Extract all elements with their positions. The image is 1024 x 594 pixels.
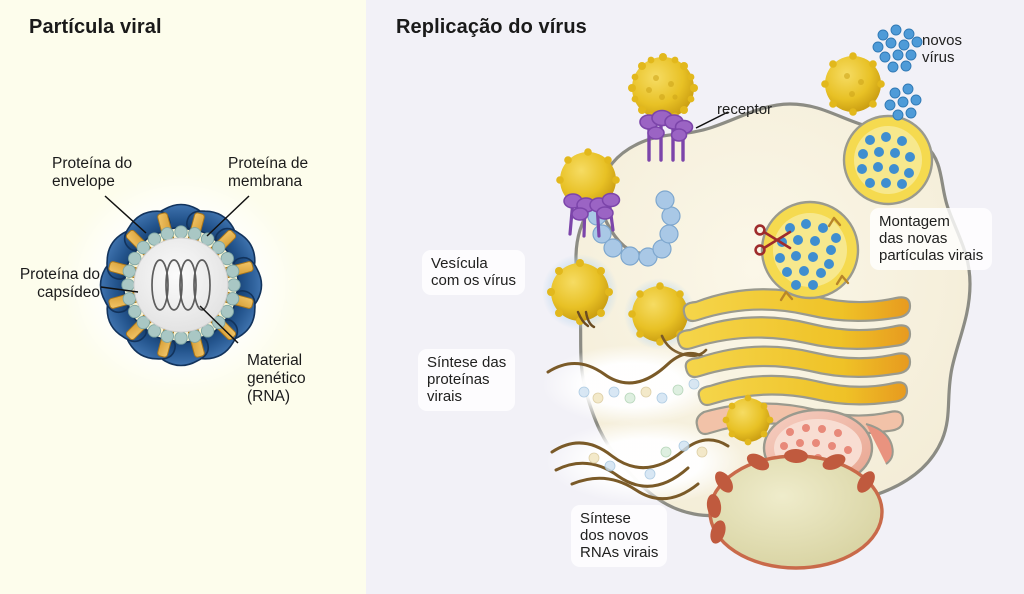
panel-replicacao-do-virus: Replicação do vírus <box>366 0 1024 594</box>
assembly-vesicle-released <box>842 114 934 206</box>
callout-vesicula-com-os-virus: Vesícula com os vírus <box>422 250 526 296</box>
receptor-cluster-bound <box>639 109 694 162</box>
ribosome-cluster <box>578 378 700 404</box>
label-proteina-do-capsideo: Proteína do capsídeo <box>19 266 100 301</box>
label-material-genetico: Material genético (RNA) <box>247 352 306 405</box>
viral-particle-diagram <box>63 173 299 397</box>
new-virus-cluster-2 <box>884 83 922 121</box>
mrna-strand <box>546 352 712 385</box>
vesicle-with-virus-1 <box>542 254 618 330</box>
receptor-cluster-pit <box>563 192 621 238</box>
page-title-right: Replicação do vírus <box>396 16 587 38</box>
golgi-apparatus <box>676 288 912 407</box>
rna-helix <box>151 259 211 311</box>
capsid-bead-ring <box>121 225 241 345</box>
virus-particle-budding <box>722 394 774 446</box>
virus-replication-diagram <box>542 24 972 570</box>
capsid-core <box>133 237 229 333</box>
label-leader-lines <box>100 195 250 344</box>
protein-synthesis-cloud <box>542 345 722 425</box>
nuclear-pores <box>706 448 875 544</box>
vesicle-with-virus-2 <box>624 278 708 358</box>
label-proteina-do-envelope: Proteína do envelope <box>52 155 133 190</box>
scissors-icon <box>754 224 792 256</box>
label-novos-virus: novos vírus <box>922 32 963 67</box>
callout-sintese-dos-novos-rnas-virais: Síntese dos novos RNAs virais <box>571 505 668 568</box>
callout-montagem-das-novas-particulas-virais: Montagem das novas partículas virais <box>870 208 993 271</box>
spike-markers <box>779 216 850 302</box>
new-virus-cluster-1 <box>872 24 923 73</box>
receptor-leader-line <box>695 111 729 129</box>
rna-synthesis-cloud <box>546 420 746 504</box>
callout-sintese-das-proteinas-virais: Síntese das proteínas virais <box>418 349 516 412</box>
assembly-vesicle-budding <box>760 200 860 302</box>
new-virus-dots <box>775 219 841 290</box>
virus-particle-free-right <box>821 52 885 116</box>
label-receptor: receptor <box>717 101 773 118</box>
nucleus <box>706 448 884 570</box>
label-proteina-de-membrana: Proteína de membrana <box>228 155 309 190</box>
page-title-left: Partícula viral <box>29 16 162 38</box>
panel-particula-viral: Partícula viral <box>0 0 366 594</box>
